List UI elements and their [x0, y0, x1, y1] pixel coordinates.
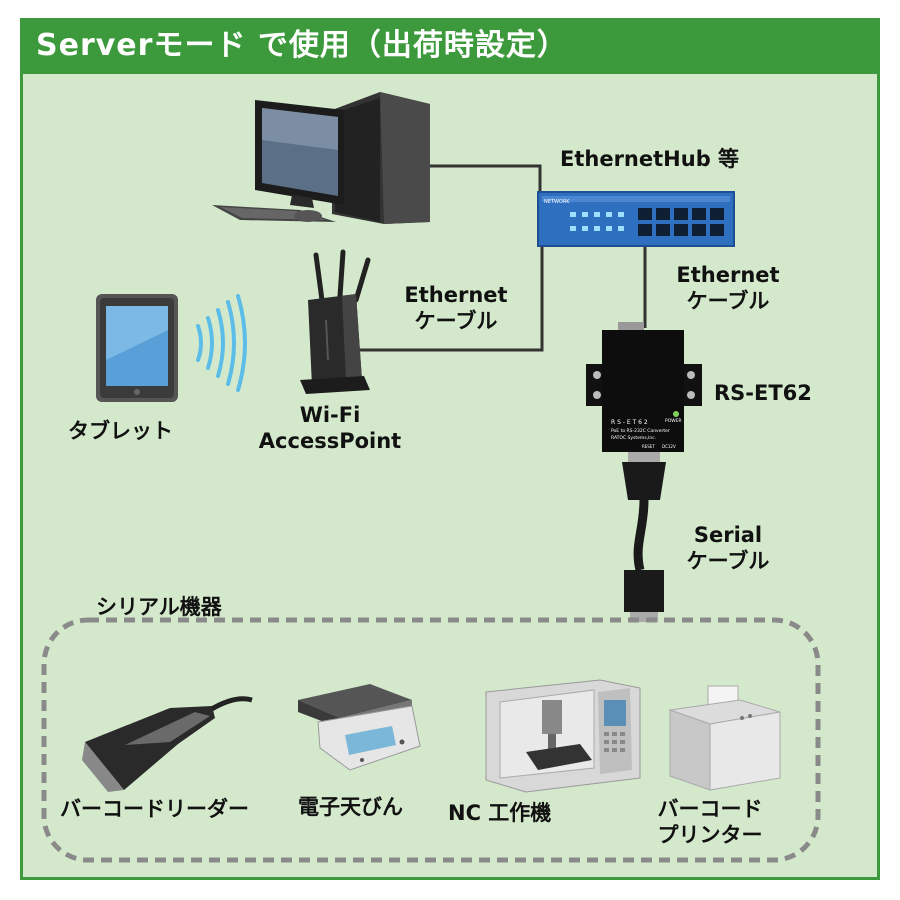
barcode-reader-icon — [82, 696, 253, 792]
serial-cable-label: Serial ケーブル — [668, 522, 788, 574]
nc-machine-label: NC 工作機 — [448, 801, 552, 825]
wifi-ap-label: Wi-Fi AccessPoint — [250, 402, 410, 454]
hub-label: EthernetHub 等 — [560, 147, 740, 171]
rs-et62-converter-icon: POWER R S - E T 6 2 PoE to RS-232C Conve… — [586, 322, 702, 452]
barcode-printer-label: バーコード プリンター — [640, 796, 780, 848]
serial-devices-group — [41, 617, 821, 863]
page-title: Serverモード で使用（出荷時設定） — [36, 28, 568, 63]
ethernet-cable-left-label-line1: Ethernet — [404, 283, 508, 307]
barcode-printer-icon — [669, 685, 781, 791]
converter-reset-text: RESET — [642, 444, 655, 449]
scale-label: 電子天びん — [298, 795, 403, 819]
serial-devices-label: シリアル機器 — [96, 595, 222, 619]
pc-to-hub-line — [428, 164, 548, 206]
barcode-printer-label-line1: バーコード — [657, 797, 763, 821]
wifi-signal-icon — [196, 294, 247, 392]
ethernet-hub-icon: NETWORK — [537, 191, 735, 247]
barcode-printer-label-line2: プリンター — [657, 823, 763, 847]
wifi-ap-label-line2: AccessPoint — [258, 429, 402, 453]
ethernet-cable-left-label: Ethernet ケーブル — [396, 282, 516, 334]
wifi-ap-label-line1: Wi-Fi — [299, 403, 361, 427]
converter-model-text: R S - E T 6 2 — [611, 419, 648, 426]
ethernet-cable-right-label-line1: Ethernet — [676, 263, 780, 287]
ethernet-cable-right-label-line2: ケーブル — [686, 289, 770, 313]
tablet-label: タブレット — [68, 419, 173, 443]
electronic-scale-icon — [298, 684, 421, 771]
tablet-icon — [96, 294, 178, 402]
desktop-pc-icon — [212, 92, 430, 224]
converter-brand-text: RATOC Systems,Inc. — [611, 435, 656, 441]
serial-cable-label-line1: Serial — [693, 523, 763, 547]
hub-name-text: NETWORK — [544, 199, 570, 205]
serial-cable-icon — [622, 452, 666, 622]
converter-label: RS-ET62 — [714, 381, 812, 405]
wifi-access-point-icon — [300, 249, 371, 394]
title-bar — [20, 18, 880, 74]
ethernet-cable-right-label: Ethernet ケーブル — [668, 262, 788, 314]
barcode-reader-label: バーコードリーダー — [60, 797, 249, 821]
ethernet-cable-left-label-line2: ケーブル — [414, 309, 498, 333]
nc-machine-icon — [485, 679, 641, 793]
converter-dc-text: DC12V — [662, 444, 676, 449]
serial-cable-label-line2: ケーブル — [686, 549, 770, 573]
converter-desc-text: PoE to RS-232C Converter — [611, 428, 670, 434]
converter-power-text: POWER — [665, 418, 682, 424]
